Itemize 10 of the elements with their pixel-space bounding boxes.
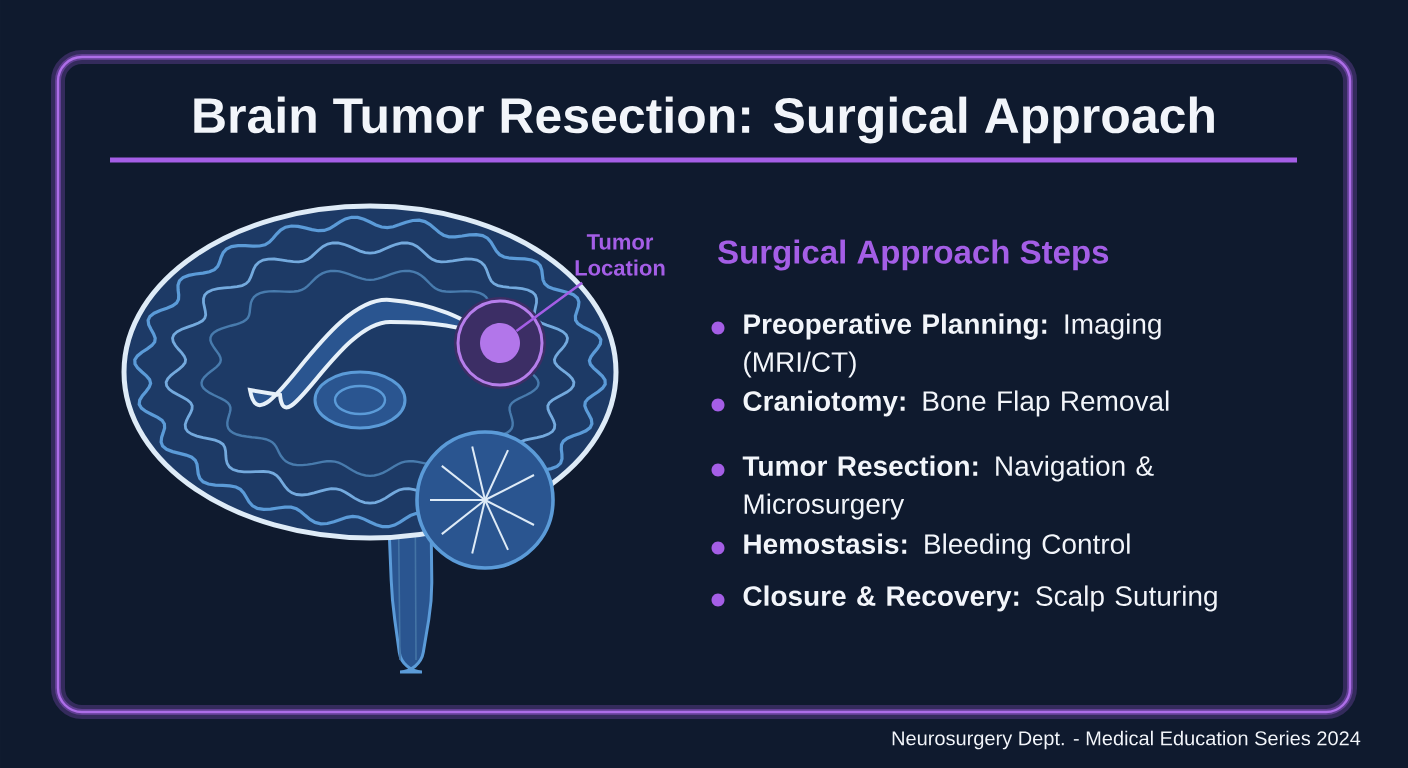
bullet-item: Preoperative Planning: Imaging (MRI/CT) [744, 313, 1161, 378]
bullet-item: Hemostasis: Bleeding Control [744, 533, 1130, 560]
bullet-item: Closure & Recovery: Scalp Suturing [743, 585, 1217, 612]
footer-caption: Neurosurgery Dept. - Medical Education Series 2024 [892, 730, 1361, 750]
title: Brain Tumor Resection: Surgical Approach [194, 96, 1214, 144]
tumor-marker [454, 297, 546, 389]
section-heading: Surgical Approach Steps [718, 239, 1109, 271]
bullet-item: Craniotomy: Bone Flap Removal [743, 390, 1169, 417]
bullet-item: Tumor Resection: Navigation & Microsurgery [742, 455, 1154, 520]
callout-label: Tumor Location [575, 234, 665, 276]
